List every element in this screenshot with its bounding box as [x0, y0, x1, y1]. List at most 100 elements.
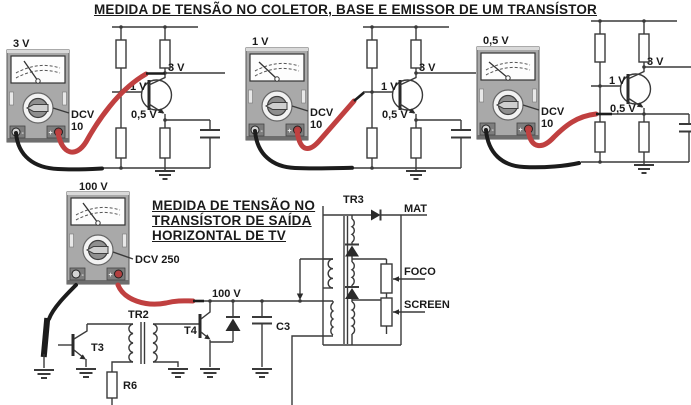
minus-sign: -	[492, 127, 495, 134]
meter-reading-4: 100 V	[79, 181, 108, 193]
plus-sign: +	[519, 127, 523, 134]
red-probe-3	[525, 111, 599, 148]
meter-range-1a: DCV	[71, 109, 95, 121]
meter-reading-2: 1 V	[252, 36, 269, 48]
positive-terminal	[114, 269, 123, 279]
tr3-secondary-coil-1	[350, 218, 355, 243]
resistor-emitter	[638, 121, 650, 153]
ground-symbol	[155, 170, 175, 180]
base-voltage-label: 1 V	[609, 75, 626, 87]
capacitor-emitter	[451, 129, 471, 139]
meter-reading-1: 3 V	[13, 38, 30, 50]
red-probe-4	[115, 282, 196, 307]
tr3-aux-coil	[327, 258, 334, 289]
ground-symbol	[634, 164, 654, 174]
tr3-secondary-coil-3	[350, 301, 356, 335]
black-probe-2	[253, 129, 354, 171]
ground-symbol	[76, 368, 96, 378]
multimeter-4: - +	[66, 191, 130, 285]
damper-diode	[225, 301, 241, 342]
resistor-r6	[106, 371, 118, 399]
multimeter-3: - +	[476, 46, 540, 140]
resistor-base-lower	[594, 121, 606, 153]
emitter-voltage-label: 0,5 V	[610, 103, 636, 115]
resistor-base-upper	[366, 39, 378, 69]
collector-voltage-label: 3 V	[168, 62, 185, 74]
resistor-emitter	[410, 127, 422, 159]
tv-section-title-line3: HORIZONTAL DE TV	[152, 228, 286, 243]
multimeter-2: - +	[245, 47, 309, 141]
collector-voltage-label: 3 V	[647, 56, 664, 68]
mat-label: MAT	[404, 203, 427, 215]
mat-diode	[371, 209, 382, 221]
negative-terminal	[71, 269, 81, 279]
tr3-primary-coil	[330, 302, 335, 336]
meter-range-4: DCV 250	[135, 254, 180, 266]
c3-label: C3	[276, 321, 290, 333]
resistor-base-lower	[366, 127, 378, 159]
plus-sign: +	[109, 272, 113, 279]
foco-label: FOCO	[404, 266, 436, 278]
minus-sign: -	[82, 272, 85, 279]
minus-sign: -	[261, 128, 264, 135]
capacitor-c3	[252, 316, 272, 325]
screen-potentiometer	[380, 297, 393, 327]
meter-needle	[23, 60, 39, 82]
black-probe-1	[14, 131, 104, 172]
transistor-circuit-1: 3 V 1 V 0,5 V	[102, 25, 225, 180]
ground-symbol	[406, 170, 426, 180]
r6-label: R6	[123, 380, 137, 392]
ground-symbol	[200, 368, 220, 378]
meter-needle	[258, 61, 278, 80]
black-probe-body-4	[40, 317, 51, 358]
tr3-secondary-coil-2	[350, 261, 355, 286]
screen-label: SCREEN	[404, 299, 450, 311]
minus-sign: -	[22, 130, 25, 137]
ground-symbol	[168, 368, 188, 378]
emitter-voltage-label: 0,5 V	[131, 109, 157, 121]
black-probe-3	[484, 128, 581, 170]
multimeter-1: - +	[6, 49, 70, 143]
tr3-flyback-transformer	[322, 206, 402, 346]
meter-range-2a: DCV	[310, 107, 334, 119]
t3-label: T3	[91, 342, 104, 354]
red-probe-2	[294, 98, 357, 151]
tr2-label: TR2	[128, 309, 149, 321]
resistor-emitter	[159, 127, 171, 159]
black-probe-4	[47, 283, 78, 321]
page-title: MEDIDA DE TENSÃO NO COLETOR, BASE E EMIS…	[93, 2, 598, 17]
collector-voltage-label: 3 V	[419, 62, 436, 74]
meter-needle	[82, 202, 99, 224]
tr3-label: TR3	[343, 194, 364, 206]
resistor-base-upper	[115, 39, 127, 69]
meter-needle	[488, 61, 509, 79]
red-probe-1	[55, 71, 149, 155]
meter-range-3a: DCV	[541, 106, 565, 118]
meter-range-2b: 10	[310, 119, 322, 131]
resistor-base-lower	[115, 127, 127, 159]
meter-range-1b: 10	[71, 121, 83, 133]
tv-section-title-line1: MEDIDA DE TENSÃO NO	[152, 198, 316, 213]
tv-section-title: MEDIDA DE TENSÃO NO TRANSÍSTOR DE SAÍDA …	[152, 198, 315, 243]
resistor-base-upper	[594, 33, 606, 63]
capacitor-emitter	[200, 129, 220, 139]
rail-voltage-label: 100 V	[212, 288, 241, 300]
ground-symbol	[252, 368, 272, 378]
red-probe-tip-2	[353, 91, 365, 102]
tr2-secondary-coil	[152, 323, 158, 363]
t4-label: T4	[184, 325, 198, 337]
plus-sign: +	[49, 130, 53, 137]
capacitor-emitter	[679, 123, 691, 133]
tv-output-circuit: T3 TR2 R6	[34, 194, 450, 405]
transistor-circuit-3: 3 V 1 V 0,5 V	[581, 19, 691, 174]
meter-reading-3: 0,5 V	[483, 35, 509, 47]
foco-potentiometer	[380, 263, 393, 294]
tr2-primary-coil	[128, 323, 134, 363]
base-voltage-label: 1 V	[381, 81, 398, 93]
transistor-circuit-2: 3 V 1 V 0,5 V	[353, 25, 476, 180]
ground-symbol	[34, 369, 54, 379]
tv-section-title-line2: TRANSÍSTOR DE SAÍDA	[152, 213, 312, 228]
plus-sign: +	[288, 128, 292, 135]
